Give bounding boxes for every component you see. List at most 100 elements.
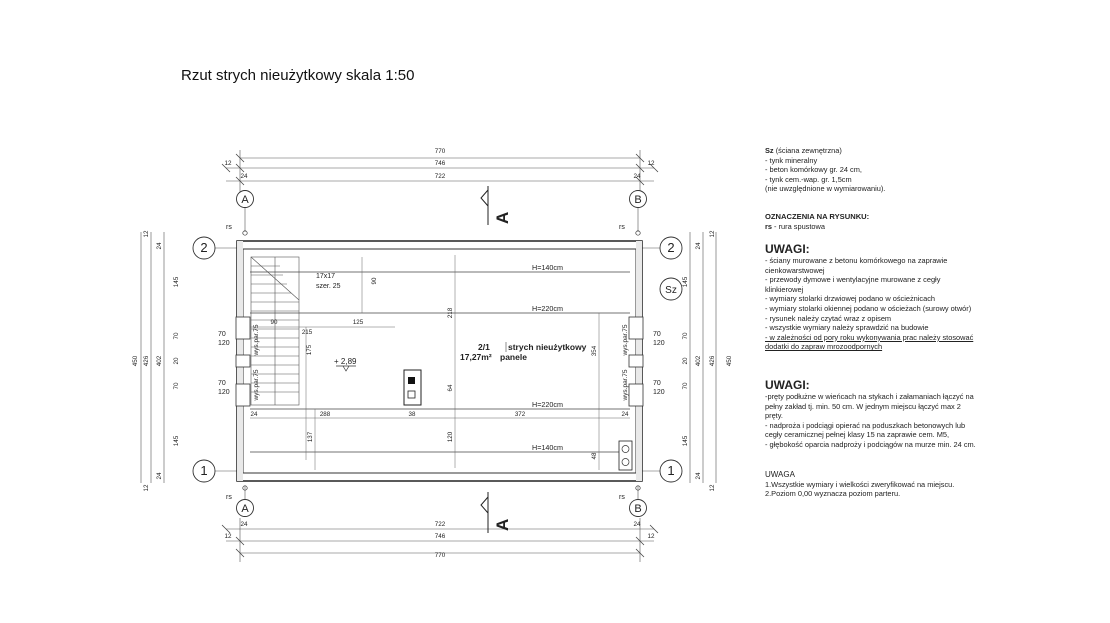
dim-left-145-bottom: 145	[173, 435, 180, 446]
inner-dim-288: 288	[320, 411, 331, 418]
dim-bottom-722: 722	[435, 521, 446, 528]
notes-uwagi-2: UWAGI: -pręty podłużne w wieńcach na sty…	[765, 378, 977, 450]
dim-left-70-top: 70	[173, 332, 180, 340]
dim-right-145-top: 145	[682, 276, 689, 287]
uwagi2-title: UWAGI:	[765, 378, 810, 392]
inner-dim-215: 215	[302, 329, 313, 336]
dim-top-12-l: 12	[224, 160, 232, 167]
sz-subtitle: (ściana zewnętrzna)	[775, 146, 842, 155]
axis-2-left: 2	[200, 240, 207, 255]
room-name: strych nieużytkowy	[508, 342, 587, 352]
dim-right-24-bottom: 24	[695, 472, 702, 480]
dim-top-746: 746	[435, 160, 446, 167]
notes-sz: Sz (ściana zewnętrzna) - tynk mineralny …	[765, 146, 1105, 194]
inner-dim-24-l: 24	[251, 411, 258, 418]
dim-right-145-bottom: 145	[682, 435, 689, 446]
sz-list: - tynk mineralny - beton komórkowy gr. 2…	[765, 156, 1105, 194]
opening-left-bottom-70: 70	[218, 380, 226, 387]
rs-label-tl: rs	[226, 224, 232, 231]
opening-left-bottom-120: 120	[218, 389, 230, 396]
notes-uwagi-1: UWAGI: - ściany murowane z betonu komórk…	[765, 242, 979, 352]
dim-left-402: 402	[156, 355, 163, 366]
dim-left-12-top: 12	[143, 230, 150, 238]
dim-top-770: 770	[435, 148, 446, 155]
chimney-width: szer. 25	[316, 283, 341, 290]
axis-b-top: B	[634, 194, 641, 206]
uwagi1-item: - w zależności od pory roku wykonywania …	[765, 332, 974, 352]
sz-item: - tynk cem.-wap. gr. 1,5cm	[765, 174, 852, 184]
dim-right-12-bottom: 12	[709, 484, 716, 492]
inner-dim-90-vert: 90	[371, 277, 378, 284]
dim-right-70-top: 70	[682, 332, 689, 340]
uwagi1-item: - wszystkie wymiary należy sprawdzić na …	[765, 323, 929, 333]
inner-dim-137: 137	[307, 431, 314, 442]
height-label-2: H=220cm	[532, 304, 563, 313]
section-label-top: A	[493, 212, 512, 224]
axis-2-right: 2	[667, 240, 674, 255]
dim-bottom-770: 770	[435, 552, 446, 559]
sz-title: Sz	[765, 146, 774, 155]
height-label-1: H=140cm	[532, 263, 563, 272]
marks-title: OZNACZENIA NA RYSUNKU:	[765, 212, 870, 221]
window-label-right-bottom: wys.par.75	[622, 369, 629, 401]
dim-bottom-24-r: 24	[633, 521, 641, 528]
level-label: + 2,89	[334, 357, 357, 366]
axis-a-top: A	[241, 194, 249, 206]
dim-top-12-r: 12	[647, 160, 655, 167]
marks-desc: - rura spustowa	[772, 221, 825, 231]
uwagi1-item: - ściany murowane z betonu komórkowego n…	[765, 256, 948, 275]
dim-left-12-bottom: 12	[143, 484, 150, 492]
uwagi2-item: -pręty podłużne w wieńcach na stykach i …	[765, 392, 974, 421]
uwagi1-item: - wymiary stolarki okiennej podano w ośc…	[765, 303, 972, 313]
uwagi1-item: - wymiary stolarki drzwiowej podano w oś…	[765, 294, 936, 304]
window-label-left-bottom: wys.par.75	[253, 369, 260, 401]
axis-1-right: 1	[667, 463, 674, 478]
dim-right-402: 402	[695, 355, 702, 366]
dim-left-426: 426	[143, 355, 150, 366]
dim-left-145-top: 145	[173, 276, 180, 287]
uwagi2-item: - głębokość oparcia nadproży i podciągów…	[765, 439, 976, 449]
inner-dim-24-r: 24	[622, 411, 629, 418]
dim-left-24-top: 24	[156, 242, 163, 250]
uwagi2-item: - nadproża i podciągi opierać na poduszk…	[765, 420, 966, 440]
marks-key: rs	[765, 221, 772, 231]
window-label-right-top: wys.par.75	[622, 324, 629, 356]
room-number: 2/1	[478, 342, 490, 352]
window-label-left-top: wys.par.75	[253, 324, 260, 356]
uwaga-item: 1.Wszystkie wymiary i wielkości zweryfik…	[765, 479, 955, 489]
uwagi2-list: -pręty podłużne w wieńcach na stykach i …	[765, 392, 977, 450]
rs-label-br: rs	[619, 494, 625, 501]
dim-right-450: 450	[726, 355, 733, 366]
dim-left-20: 20	[173, 357, 180, 365]
sz-item: - beton komórkowy gr. 24 cm,	[765, 165, 862, 175]
dim-right-24-top: 24	[695, 242, 702, 250]
axis-a-bottom: A	[241, 503, 249, 515]
dim-bottom-12-l: 12	[224, 533, 232, 540]
dim-right-20: 20	[682, 357, 689, 365]
chimney-size: 17x17	[316, 273, 335, 280]
uwaga-title: UWAGA	[765, 470, 795, 479]
opening-left-top-70: 70	[218, 331, 226, 338]
rs-label-bl: rs	[226, 494, 232, 501]
inner-dim-90: 90	[271, 319, 278, 326]
opening-right-bottom-70: 70	[653, 380, 661, 387]
inner-dim-125: 125	[353, 319, 364, 326]
page-title: Rzut strych nieużytkowy skala 1:50	[181, 67, 415, 84]
marks-line: rs - rura spustowa	[765, 222, 1105, 232]
notes-uwaga: UWAGA 1.Wszystkie wymiary i wielkości zw…	[765, 470, 1105, 499]
inner-dim-48: 48	[591, 452, 598, 459]
uwaga-item: 2.Poziom 0,00 wyznacza poziom parteru.	[765, 489, 901, 499]
dim-top-24-l: 24	[240, 173, 248, 180]
room-finish: panele	[500, 352, 527, 362]
axis-sz: Sz	[665, 285, 677, 296]
section-label-bottom: A	[493, 519, 512, 531]
opening-right-top-70: 70	[653, 331, 661, 338]
inner-dim-64: 64	[447, 384, 454, 391]
dim-top-722: 722	[435, 173, 446, 180]
opening-left-top-120: 120	[218, 340, 230, 347]
dim-right-12-top: 12	[709, 230, 716, 238]
uwagi1-item: - przewody dymowe i wentylacyjne murowan…	[765, 275, 941, 294]
sz-heading: Sz (ściana zewnętrzna)	[765, 146, 1105, 156]
height-label-4: H=140cm	[532, 443, 563, 452]
